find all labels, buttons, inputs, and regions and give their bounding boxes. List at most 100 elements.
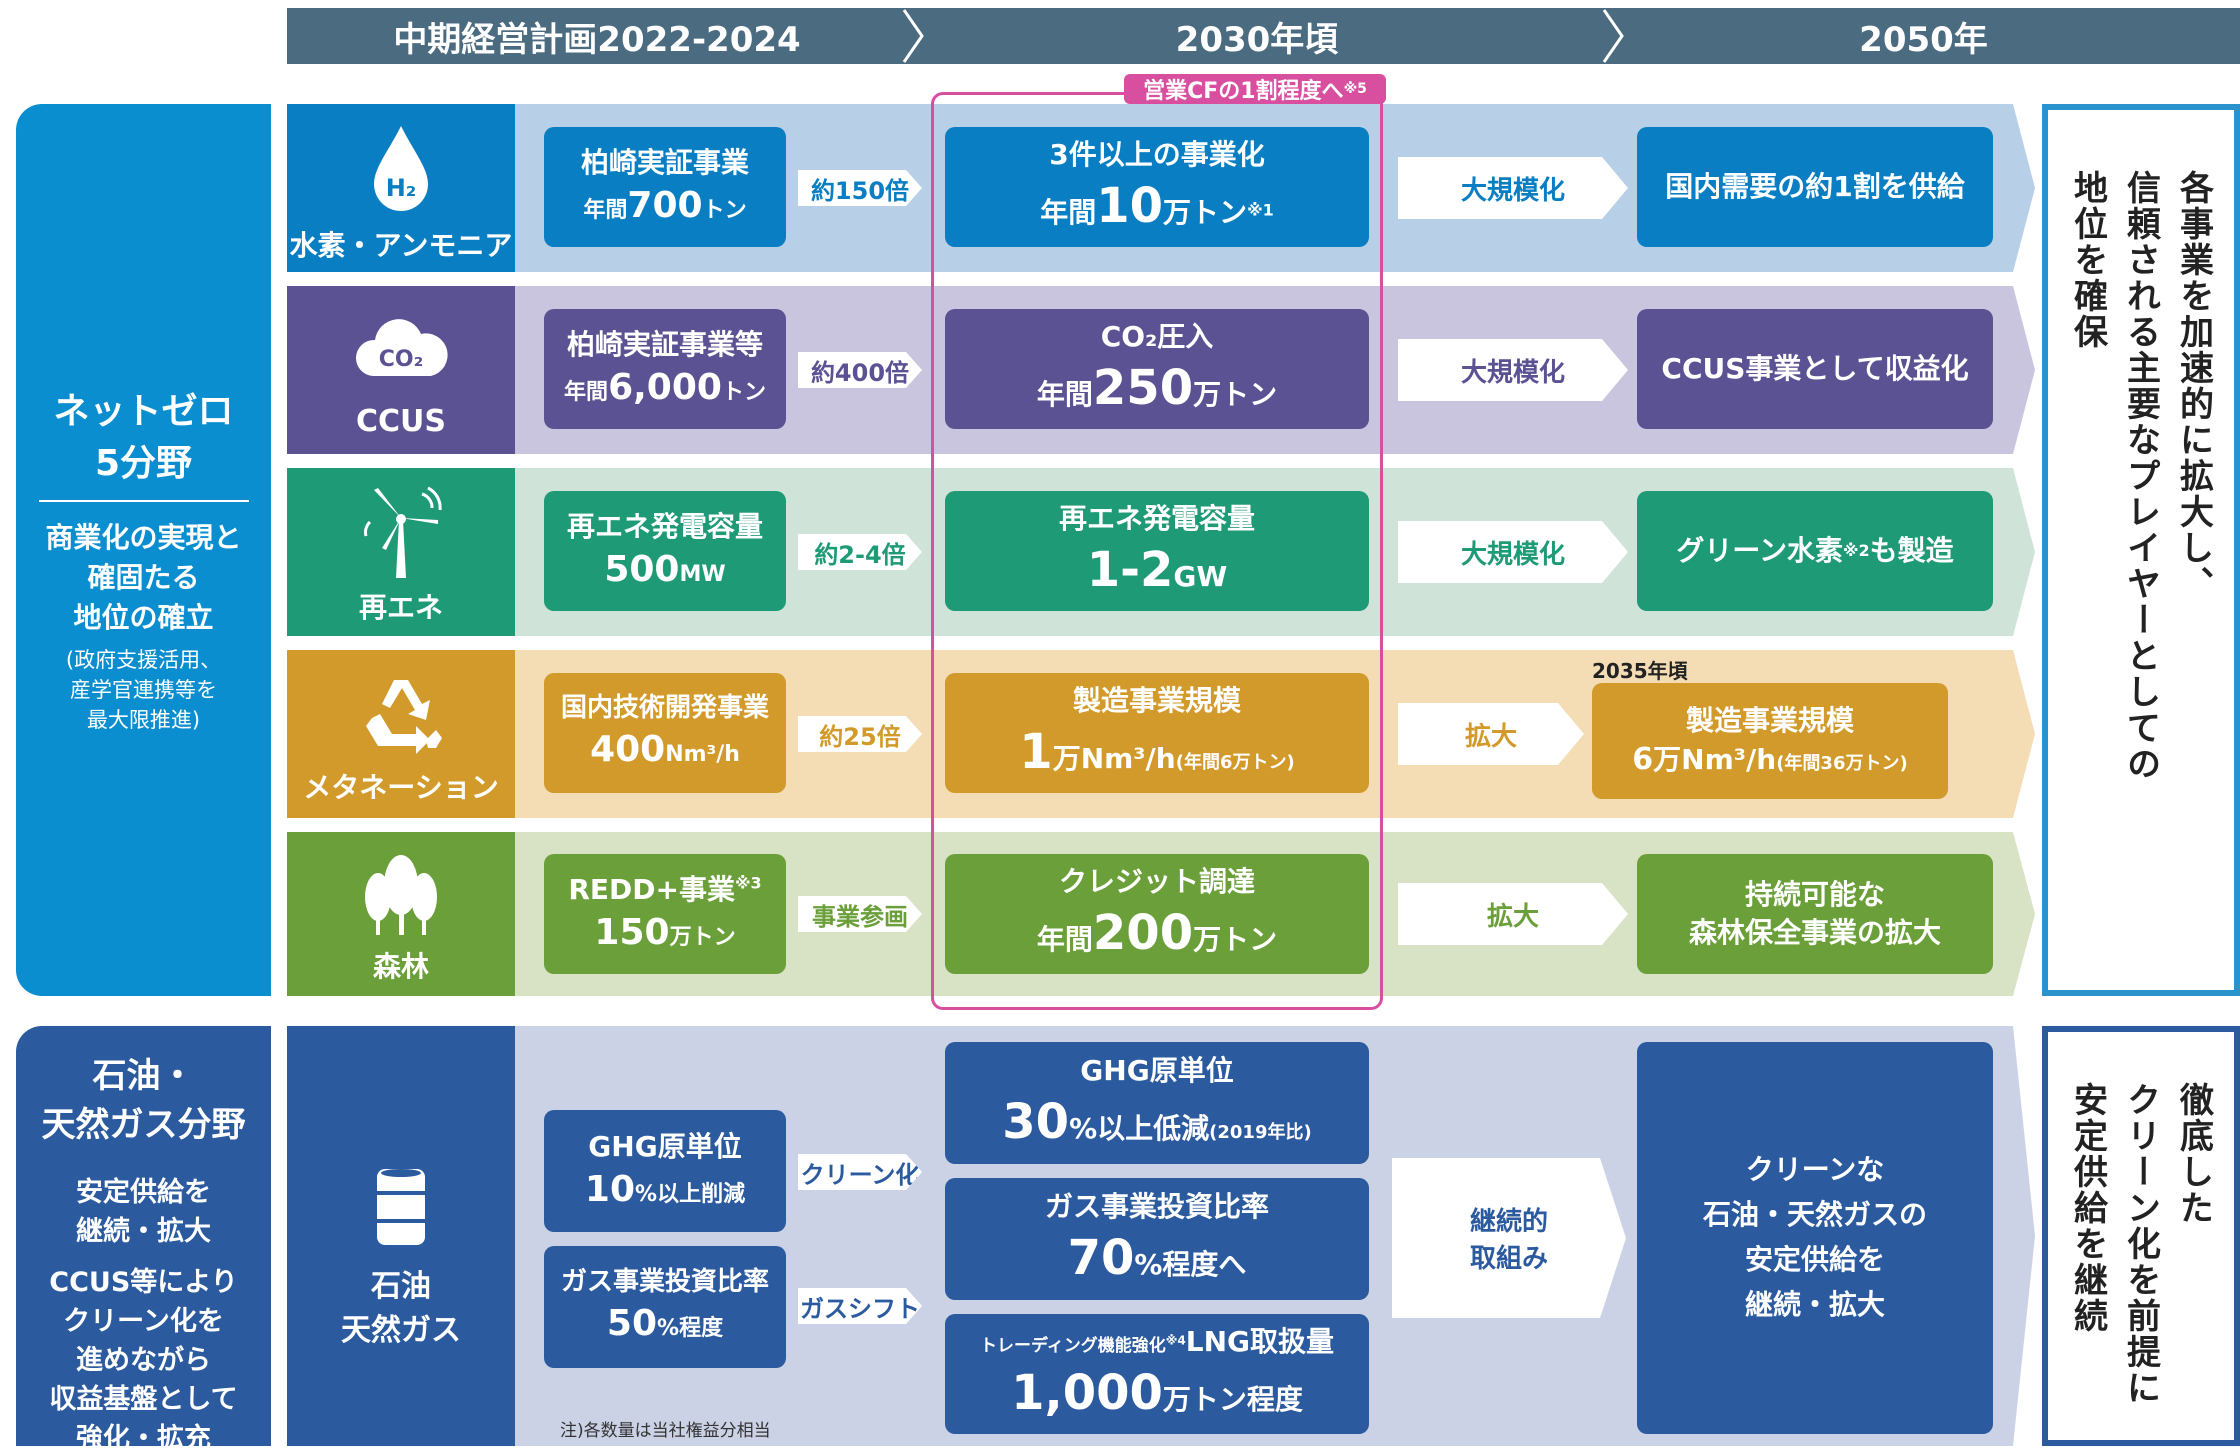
hydrogen-2050-text: 国内需要の約1割を供給 [1665, 170, 1965, 204]
oil-lng-prefix: トレーディング機能強化 [979, 1335, 1166, 1356]
goal-box-netzero: 各事業を加速的に拡大し、 信頼される主要なプレイヤーとしての 地位を確保 [2042, 104, 2240, 996]
netzero-divider [38, 500, 249, 502]
header-bar: 中期経営計画2022-2024 2030年頃 2050年 [287, 8, 2240, 64]
forest-2050-text-a: 持続可能な [1744, 878, 1885, 912]
oil-gas-ratio-2030-unit: %程度へ [1134, 1247, 1247, 1281]
netzero-sub-1: 商業化の実現と [45, 521, 242, 554]
ccus-current-title: 柏崎実証事業等 [566, 327, 763, 361]
oil-2050-line-2: 石油・天然ガスの [1702, 1198, 1927, 1232]
goal-oilgas-col-1: 徹底した [2173, 1082, 2214, 1226]
hydrogen-current-prefix: 年間 [583, 197, 628, 223]
forest-current-value: 150 [594, 911, 670, 953]
forest-label: 森林 [372, 950, 429, 983]
netzero-note-3: 最大限推進) [86, 708, 201, 732]
forest-2030-prefix: 年間 [1036, 922, 1093, 956]
oilgas-title-1: 石油・ [92, 1056, 195, 1096]
oil-ghg-current-value: 10 [584, 1168, 636, 1210]
goal-netzero-col-3: 地位を確保 [2067, 170, 2108, 350]
oil-gas-ratio-current-unit: %程度 [657, 1316, 724, 1342]
highlight-frame [931, 92, 1383, 1010]
netzero-note-1: (政府支援活用、 [65, 648, 222, 672]
ccus-current-unit: トン [721, 379, 766, 405]
oilgas-line-3: CCUS等により [49, 1267, 238, 1298]
oil-barrel-icon [377, 1169, 425, 1245]
hydrogen-2030-title: 3件以上の事業化 [1049, 137, 1265, 171]
forest-trees-icon [365, 855, 437, 935]
oil-lng-unit: 万トン程度 [1162, 1382, 1303, 1416]
footnote: 注)各数量は当社権益分相当 [560, 1421, 771, 1441]
card-methanation-2030: 製造事業規模 1万Nm³/h(年間6万トン) [945, 673, 1369, 793]
oil-gas-ratio-2030-value: 70 [1067, 1229, 1135, 1286]
highlight-label-note: ※5 [1343, 81, 1367, 97]
row-label-oilgas: 石油 天然ガス [287, 1026, 515, 1446]
oil-gas-ratio-current-title: ガス事業投資比率 [560, 1267, 769, 1298]
hydrogen-2030-note: ※1 [1247, 200, 1274, 220]
recycle-icon [366, 680, 442, 754]
goal-netzero-col-1: 各事業を加速的に拡大し、 [2173, 170, 2214, 602]
renew-2030-value: 1-2 [1086, 541, 1174, 598]
oilgas-title-2: 天然ガス分野 [41, 1105, 246, 1145]
oil-ghg-2030-value: 30 [1002, 1093, 1070, 1150]
methanation-2030-unit: 万Nm³/h [1052, 741, 1176, 775]
renew-2030-unit: GW [1173, 559, 1228, 593]
card-forest-current: REDD+事業※3 150万トン [544, 854, 786, 974]
forest-2030-title: クレジット調達 [1058, 864, 1255, 898]
oilgas-line-7: 強化・拡充 [76, 1423, 211, 1454]
hydrogen-current-unit: トン [702, 197, 747, 223]
oil-ghg-2030-sub: (2019年比) [1209, 1121, 1312, 1143]
header-chevron-2 [1602, 9, 1624, 63]
card-ccus-2030: CO₂圧入 年間250万トン [945, 309, 1369, 429]
methanation-2030-title: 製造事業規模 [1072, 683, 1241, 717]
header-col-2030: 2030年頃 [1175, 19, 1339, 60]
renew-label: 再エネ [358, 591, 443, 624]
mult-renew: 約2-4倍 [798, 534, 922, 570]
oil-lng-note: ※4 [1165, 1333, 1186, 1348]
oilgas-line-4: クリーン化を [63, 1306, 224, 1337]
netzero-sub-3: 地位の確立 [73, 601, 214, 634]
ccus-2030-title: CO₂圧入 [1100, 319, 1214, 353]
row-label-ccus: CO₂ CCUS [287, 286, 515, 454]
mult-ccus: 約400倍 [798, 352, 922, 388]
hydrogen-2030-unit: 万トン [1163, 195, 1248, 229]
mult-oil-clean: クリーン化 [798, 1154, 922, 1190]
renew-2050-text-a: グリーン水素 [1676, 534, 1843, 568]
oilgas-label-1: 石油 [371, 1269, 431, 1304]
arrow-oilgas-line-2: 取組み [1469, 1244, 1548, 1274]
forest-current-title: REDD+事業※3 [568, 871, 761, 909]
oil-ghg-2030-unit: %以上低減 [1069, 1111, 1210, 1145]
renew-current-value: 500 [604, 548, 680, 590]
header-col-midterm: 中期経営計画2022-2024 [393, 19, 801, 60]
forest-2030-unit: 万トン [1193, 922, 1278, 956]
hydrogen-label: 水素・アンモニア [289, 229, 513, 262]
oilgas-panel: 石油・ 天然ガス分野 安定供給を 継続・拡大 CCUS等により クリーン化を 進… [16, 1026, 271, 1454]
highlight-label: 営業CFの1割程度へ※5 [1124, 74, 1386, 104]
card-renew-2030: 再エネ発電容量 1-2GW [945, 491, 1369, 611]
oil-2050-line-3: 安定供給を [1744, 1243, 1885, 1276]
mult-methanation: 約25倍 [798, 716, 922, 752]
arrow-oilgas: 継続的 取組み [1392, 1158, 1626, 1318]
oilgas-label-2: 天然ガス [341, 1313, 461, 1348]
ccus-2030-unit: 万トン [1193, 377, 1278, 411]
header-col-2050: 2050年 [1859, 19, 1988, 60]
hydrogen-2030-value: 10 [1096, 177, 1164, 234]
arrow-hydrogen: 大規模化 [1398, 157, 1628, 219]
oilgas-line-1: 安定供給を [76, 1177, 211, 1208]
oilgas-line-2: 継続・拡大 [76, 1216, 211, 1247]
card-hydrogen-2030: 3件以上の事業化 年間10万トン※1 [945, 127, 1369, 247]
arrow-ccus: 大規模化 [1398, 339, 1628, 401]
arrow-forest: 拡大 [1398, 883, 1628, 945]
hydrogen-drop-icon: H₂ [374, 126, 428, 211]
row-label-forest: 森林 [287, 832, 515, 996]
card-forest-2050: 持続可能な 森林保全事業の拡大 [1637, 854, 1993, 974]
ccus-2030-value: 250 [1092, 359, 1194, 416]
goal-oilgas-col-2: クリーン化を前提に [2120, 1082, 2161, 1406]
ccus-current-prefix: 年間 [564, 379, 609, 405]
oil-ghg-current-unit: %以上削減 [635, 1181, 746, 1207]
oil-gas-ratio-current-value: 50 [606, 1303, 658, 1345]
methanation-current-title: 国内技術開発事業 [560, 693, 769, 724]
hydrogen-current-title: 柏崎実証事業 [580, 145, 749, 179]
oil-ghg-2030-title: GHG原単位 [1080, 1053, 1234, 1087]
forest-current-title-text: REDD+事業 [568, 872, 735, 906]
oil-2050-line-4: 継続・拡大 [1744, 1287, 1885, 1321]
oil-ghg-current-title: GHG原単位 [588, 1129, 742, 1163]
